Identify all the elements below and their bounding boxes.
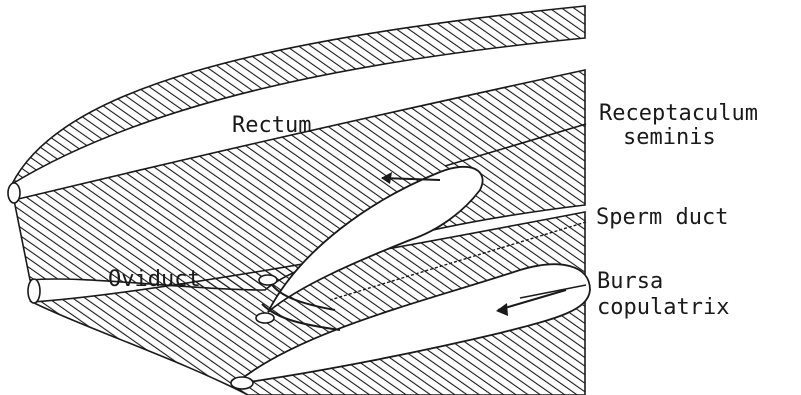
bursa-label-line1: Bursa [597,270,663,294]
left-end-upper [8,183,20,203]
opening-receptaculum [256,313,274,323]
rectum-label: Rectum [232,114,311,138]
oviduct-label: Oviduct [108,268,201,292]
receptaculum-label-line1: Receptaculum [599,102,758,126]
left-end-lower [28,279,40,303]
receptaculum-label-line2: seminis [623,126,716,150]
bursa-label-line2: copulatrix [597,296,729,320]
opening-bursa [231,377,253,389]
sperm-duct-label: Sperm duct [596,206,728,230]
opening-oviduct [259,275,277,285]
